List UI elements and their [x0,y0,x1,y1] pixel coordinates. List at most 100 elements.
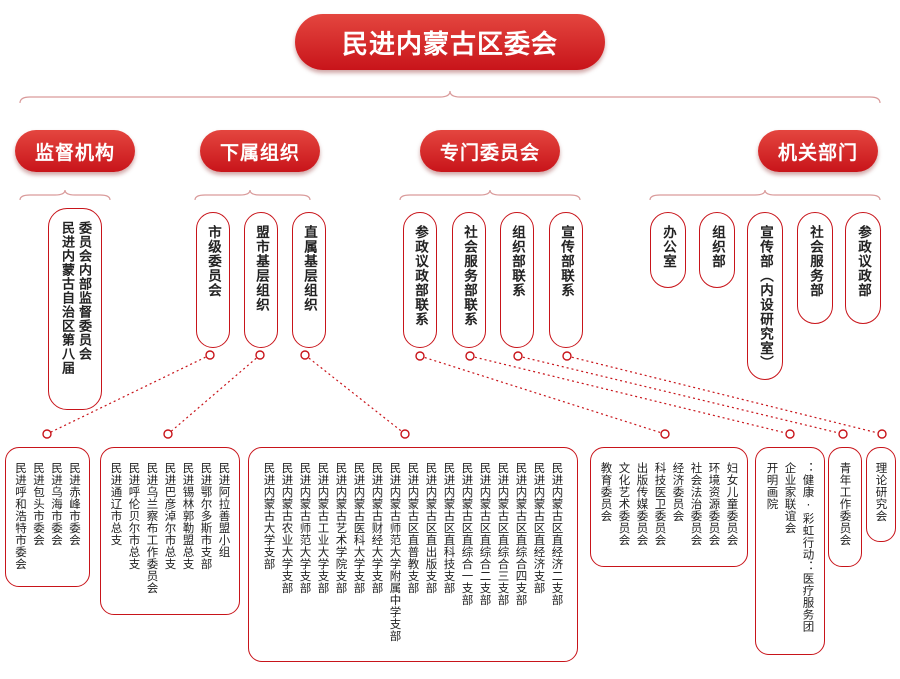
link-org [517,355,844,435]
leaf-item: 妇女儿童委员会 [725,462,740,546]
dot-org-bottom [838,429,848,439]
subordinate-bracket [194,189,311,201]
leaf-item: 民进内蒙古医科大学支部 [352,462,367,594]
category-supervision: 监督机构 [15,130,135,172]
dot-city-bottom [42,429,52,439]
leaf-item: 民进鄂尔多斯市支部 [199,462,214,570]
leaf-item: 科技医卫委员会 [653,462,668,546]
leaf-box-city: 民进赤峰市委会民进乌海市委会民进包头市委会民进呼和浩特市委会 [5,447,90,587]
dept-office-label: 办公室 [660,225,676,269]
leaf-item: 民进内蒙古区直综合一支部 [460,462,475,606]
leaf-item: 民进呼伦贝尔市总支 [127,462,142,570]
leaf-item: 社会法治委员会 [689,462,704,546]
leaf-item: 民进内蒙古区直综合三支部 [496,462,511,606]
leaf-item: 民进内蒙古区直科技支部 [442,462,457,594]
committee-service-label: 社会服务部联系 [461,225,477,327]
dept-org-label: 组织部 [709,225,725,269]
leaf-item: ：健康·彩虹行动：医疗服务团 [801,462,816,633]
dept-box-service: 社会服务部 [797,212,833,324]
leaf-box-policy: 妇女儿童委员会环境资源委员会社会法治委员会经济委员会科技医卫委员会出版传媒委员会… [590,447,748,567]
link-direct [304,354,406,435]
leaf-box-org: 青年工作委员会 [828,447,862,567]
leaf-item: 民进巴彦淖尔市总支 [163,462,178,570]
link-policy [419,355,666,435]
leaf-item: 出版传媒委员会 [635,462,650,546]
committee-box-org: 组织部联系 [500,212,534,348]
leaf-item: 民进内蒙古区直出版支部 [424,462,439,594]
leaf-item: 开明画院 [765,462,780,510]
dot-service-bottom [785,429,795,439]
leaf-box-league: 民进阿拉善盟小组民进鄂尔多斯市支部民进锡林郭勒盟总支民进巴彦淖尔市总支民进乌兰察… [100,447,240,615]
dept-publicity-label: 宣传部（内设研究室） [757,225,773,370]
subordinate-city-label: 市级委员会 [205,225,221,298]
subordinate-box-direct: 直属基层组织 [292,212,326,348]
subordinate-box-league: 盟市基层组织 [244,212,278,348]
leaf-item: 民进锡林郭勒盟总支 [181,462,196,570]
leaf-item: 民进阿拉善盟小组 [217,462,232,558]
leaf-item: 民进内蒙古师范大学附属中学支部 [388,462,403,642]
leaf-item: 教育委员会 [599,462,614,522]
dept-box-policy: 参政议政部 [845,212,881,324]
subordinate-direct-label: 直属基层组织 [301,225,317,312]
leaf-item: 民进乌海市委会 [50,462,64,546]
link-pub [566,355,883,435]
leaf-item: 民进乌兰察布工作委员会 [145,462,160,594]
subordinate-league-label: 盟市基层组织 [253,225,269,312]
leaf-item: 民进内蒙古区直综合二支部 [478,462,493,606]
dot-direct-bottom [400,429,410,439]
departments-bracket [649,189,881,201]
leaf-item: 民进包头市委会 [32,462,46,546]
leaf-item: 企业家联谊会 [783,462,798,534]
leaf-item: 民进内蒙古区直综合四支部 [514,462,529,606]
leaf-item: 民进内蒙古农业大学支部 [280,462,295,594]
subordinate-box-city: 市级委员会 [196,212,230,348]
leaf-item: 民进呼和浩特市委会 [14,462,28,570]
leaf-box-direct: 民进内蒙古区直经济二支部民进内蒙古区直经济支部民进内蒙古区直综合四支部民进内蒙古… [248,447,578,662]
committees-bracket [399,189,581,201]
link-city [46,354,211,435]
dot-direct-top [300,350,310,360]
leaf-item: 民进内蒙古师范大学支部 [298,462,313,594]
org-title: 民进内蒙古区委会 [295,14,605,70]
dot-service-top [465,351,475,361]
leaf-box-pub: 理论研究会 [866,447,896,542]
dept-box-org: 组织部 [699,212,735,288]
committee-box-policy: 参政议政部联系 [403,212,437,348]
dept-box-publicity: 宣传部（内设研究室） [747,212,783,380]
dot-org-top [513,351,523,361]
committee-policy-label: 参政议政部联系 [412,225,428,327]
dept-policy-label: 参政议政部 [855,225,871,298]
leaf-item: 民进内蒙古工业大学支部 [316,462,331,594]
leaf-item: 民进通辽市总支 [109,462,124,546]
link-league [167,354,261,435]
leaf-item: 民进内蒙古艺术学院支部 [334,462,349,594]
committee-org-label: 组织部联系 [509,225,525,298]
leaf-box-service: ：健康·彩虹行动：医疗服务团企业家联谊会开明画院 [755,447,825,655]
supervision-line-2: 民进内蒙古自治区第八届 [59,221,74,375]
dot-league-bottom [163,429,173,439]
leaf-item: 文化艺术委员会 [617,462,632,546]
supervision-box: 委员会内部监督委员会 民进内蒙古自治区第八届 [48,208,102,410]
dept-box-office: 办公室 [650,212,686,288]
leaf-item: 环境资源委员会 [707,462,722,546]
supervision-bracket [19,189,111,201]
dot-policy-top [415,351,425,361]
dot-city-top [205,350,215,360]
leaf-item: 民进内蒙古区直经济支部 [532,462,547,594]
committee-box-publicity: 宣传部联系 [549,212,583,348]
leaf-item: 经济委员会 [671,462,686,522]
dot-pub-top [562,351,572,361]
dept-service-label: 社会服务部 [807,225,823,298]
leaf-item: 民进赤峰市委会 [68,462,82,546]
category-departments: 机关部门 [758,130,878,172]
title-bracket [19,90,881,104]
leaf-item: 民进内蒙古区直普教支部 [406,462,421,594]
dot-pub-bottom [877,429,887,439]
leaf-item: 民进内蒙古大学支部 [262,462,277,570]
leaf-item: 民进内蒙古财经大学支部 [370,462,385,594]
dot-league-top [255,350,265,360]
category-subordinate: 下属组织 [200,130,320,172]
committee-box-service: 社会服务部联系 [452,212,486,348]
leaf-item: 理论研究会 [874,462,889,522]
